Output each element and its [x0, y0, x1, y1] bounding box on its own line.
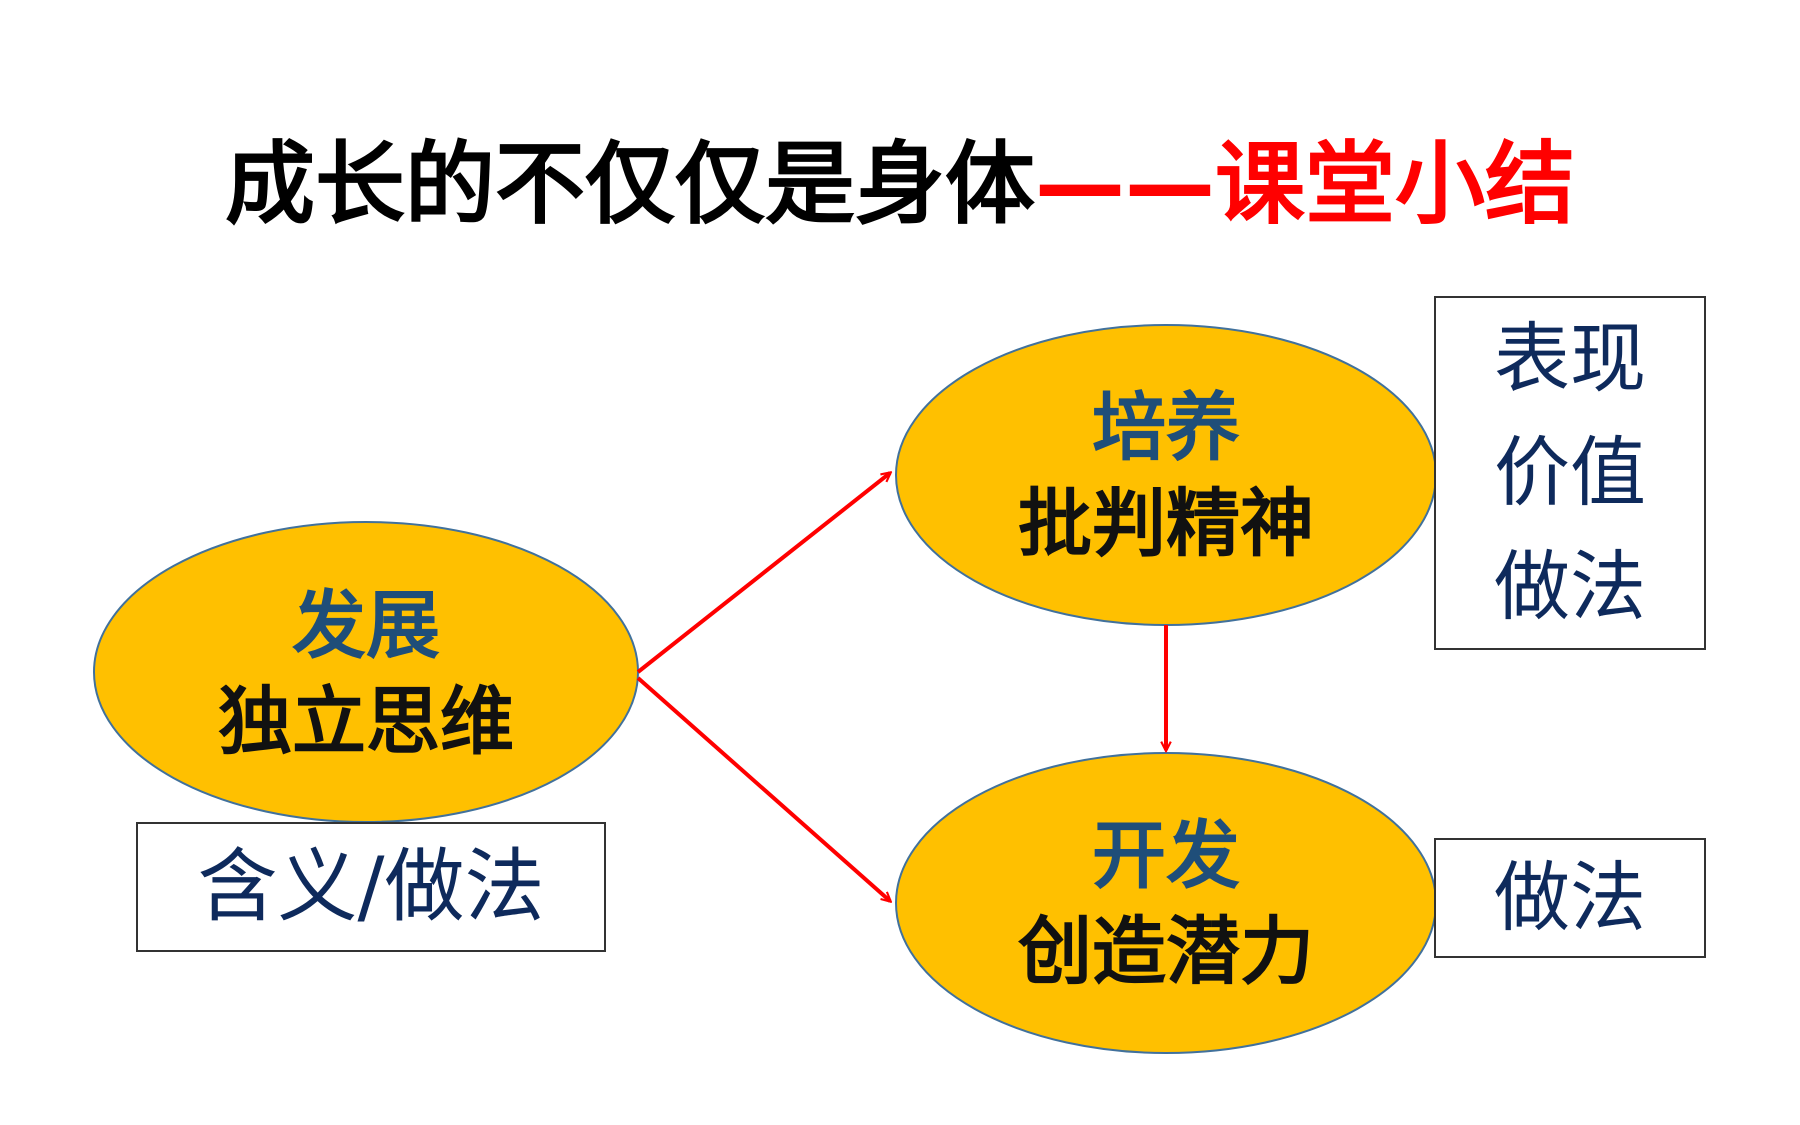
- node-cultivate-verb: 培养: [1092, 385, 1240, 471]
- cultivate-info-line-3: 做法: [1494, 542, 1646, 631]
- node-develop-verb: 发展: [292, 583, 440, 669]
- node-explore-object: 创造潜力: [1018, 909, 1314, 995]
- node-cultivate-label: 培养 批判精神: [966, 380, 1366, 572]
- node-explore-verb: 开发: [1092, 813, 1240, 899]
- slide-title: 成长的不仅仅是身体——课堂小结: [0, 125, 1800, 245]
- node-develop-label: 发展 独立思维: [166, 578, 566, 770]
- develop-info-box: 含义/做法: [136, 822, 606, 952]
- arrow-develop-to-cultivate: [636, 473, 890, 674]
- explore-info-box: 做法: [1434, 838, 1706, 958]
- title-main: 成长的不仅仅是身体: [225, 132, 1035, 237]
- node-develop-object: 独立思维: [218, 679, 514, 765]
- cultivate-info-line-1: 表现: [1494, 314, 1646, 403]
- cultivate-info-box: 表现 价值 做法: [1434, 296, 1706, 650]
- arrow-develop-to-explore: [636, 676, 890, 901]
- node-explore-label: 开发 创造潜力: [966, 808, 1366, 1000]
- node-cultivate-object: 批判精神: [1018, 481, 1314, 567]
- title-accent: 课堂小结: [1215, 132, 1575, 237]
- develop-info-text: 含义/做法: [197, 840, 545, 933]
- title-dash: ——: [1035, 132, 1215, 237]
- explore-info-text: 做法: [1494, 853, 1646, 942]
- cultivate-info-line-2: 价值: [1494, 428, 1646, 517]
